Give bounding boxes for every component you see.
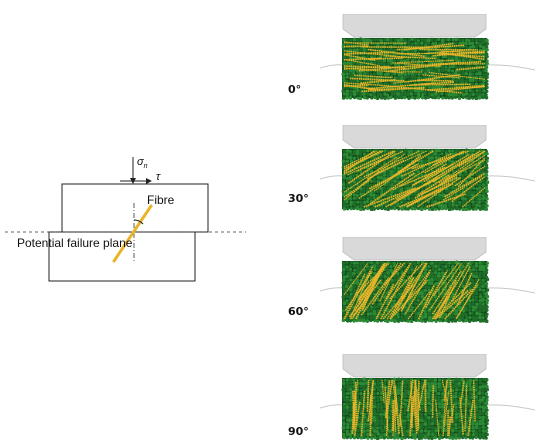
failure-plane-label: Potential failure plane — [17, 236, 133, 250]
fibre — [112, 204, 153, 263]
simulation-panel-0 — [320, 14, 535, 100]
lower-shear-box — [48, 231, 196, 282]
simulation-panel-90 — [320, 354, 535, 440]
wing-line-left — [320, 175, 343, 180]
fibres — [343, 262, 480, 320]
loading-plate — [342, 14, 487, 38]
sigma-label: σn — [137, 156, 148, 170]
shear-stress-arrowhead — [146, 178, 152, 184]
fibres — [351, 379, 476, 437]
loading-plate — [342, 237, 487, 261]
tau-label: τ — [156, 171, 161, 183]
angle-label-60: 60° — [288, 305, 309, 318]
wing-line-left — [320, 64, 343, 69]
wing-line-right — [486, 64, 535, 71]
wing-line-right — [486, 175, 535, 182]
shear-box-schematic: σn τ Fibre Potential failure plane — [5, 156, 246, 282]
fibres — [343, 41, 486, 94]
loading-plate — [342, 125, 487, 149]
fibres — [343, 150, 486, 208]
angle-label-90: 90° — [288, 425, 309, 438]
upper-shear-box — [61, 183, 209, 233]
wing-line-left — [320, 404, 343, 409]
panel-drawing — [320, 14, 535, 100]
loading-plate — [342, 354, 487, 378]
simulation-panel-30 — [320, 125, 535, 211]
angle-label-30: 30° — [288, 192, 309, 205]
panel-drawing — [320, 125, 535, 211]
wing-line-right — [486, 287, 535, 294]
wing-line-left — [320, 287, 343, 292]
simulation-panel-60 — [320, 237, 535, 323]
wing-line-right — [486, 404, 535, 411]
angle-arc — [133, 219, 144, 225]
fibre-label: Fibre — [147, 193, 175, 207]
panel-drawing — [320, 237, 535, 323]
angle-label-0: 0° — [288, 83, 302, 96]
panel-drawing — [320, 354, 535, 440]
